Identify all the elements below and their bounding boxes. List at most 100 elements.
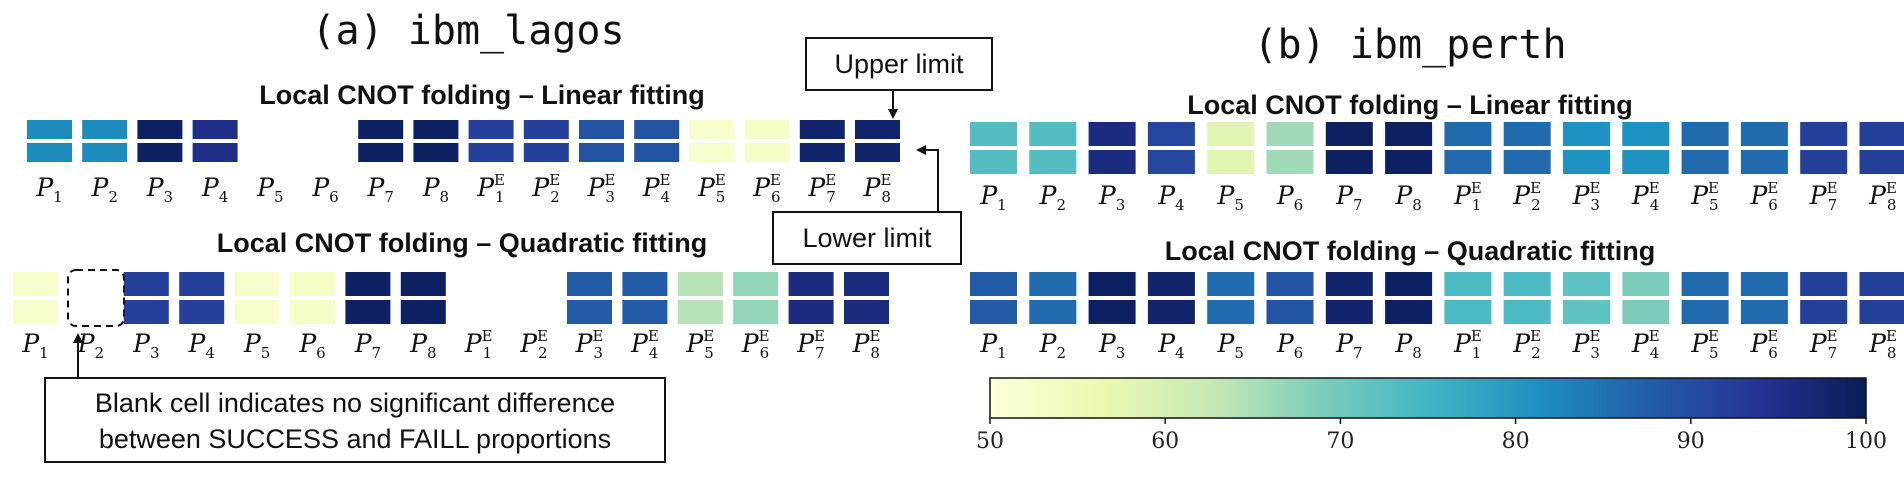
heatmap-cell-P2E-lower: [1503, 300, 1551, 324]
heatmap-cell-P7-upper: [345, 272, 391, 296]
heatmap-cell-P1-upper: [970, 122, 1017, 146]
heatmap-cell-P6-upper: [290, 272, 335, 296]
heatmap-cell-P4-lower: [1147, 300, 1195, 324]
heatmap-cell-P6E-upper: [1740, 272, 1788, 296]
heatmap-cell-P8E-lower: [855, 143, 900, 162]
heatmap-cell-P7E-lower: [1800, 150, 1848, 174]
heatmap-cell-P3-lower: [1088, 300, 1136, 324]
heatmap-cell-P5E-upper: [689, 120, 735, 139]
heatmap-cell-P7E-lower: [1800, 300, 1848, 324]
heatmap-cell-P8-lower: [400, 300, 446, 324]
heatmap-cell-P5E-upper: [677, 272, 723, 296]
heatmap-cell-P1E-lower: [1444, 300, 1492, 324]
blank-note-line2: between SUCCESS and FAILL proportions: [99, 424, 611, 454]
tick-label-P8: P8: [409, 329, 436, 362]
heatmap-cell-P8-upper: [400, 272, 446, 296]
heatmap-cell-P6E-lower: [733, 300, 779, 324]
panel-a-title: (a) ibm_lagos: [311, 8, 624, 54]
heatmap-cell-P5-lower: [1207, 300, 1255, 324]
tick-label-P3: P3: [146, 173, 173, 206]
heatmap-cell-P7E-upper: [1800, 122, 1848, 146]
heatmap-cell-P8E-lower: [844, 300, 889, 324]
heatmap-cell-P1-upper: [970, 272, 1017, 296]
tick-label-P8: P8: [1394, 329, 1421, 362]
colorbar-tick-label: 60: [1151, 429, 1179, 454]
heatmap-cell-P6E-upper: [744, 120, 790, 139]
heatmap-cell-P6E-lower: [1740, 300, 1788, 324]
lagos-quadratic-subtitle: Local CNOT folding – Quadratic fitting: [217, 228, 708, 258]
heatmap-cell-P5-lower: [234, 300, 280, 324]
heatmap-cell-P5-upper: [234, 272, 280, 296]
perth-linear-subtitle: Local CNOT folding – Linear fitting: [1187, 90, 1633, 120]
heatmap-cell-P2E-upper: [1503, 272, 1551, 296]
tick-label-P2: P2: [91, 173, 118, 206]
heatmap-cell-P3-lower: [137, 143, 183, 162]
heatmap-cell-P2-upper: [1029, 272, 1077, 296]
heatmap-cell-P7E-upper: [799, 120, 845, 139]
tick-label-P6: P6: [1276, 329, 1303, 362]
heatmap-cell-P1E-upper: [468, 120, 514, 139]
heatmap-cell-P6E-upper: [733, 272, 779, 296]
heatmap-cell-P2E-lower: [1503, 150, 1551, 174]
heatmap-cell-P3E-lower: [1563, 300, 1610, 324]
heatmap-cell-P4E-upper: [622, 272, 668, 296]
heatmap-cell-P4-lower: [179, 300, 225, 324]
tick-label-P3: P3: [1098, 329, 1125, 362]
heatmap-cell-P8E-upper: [844, 272, 889, 296]
heatmap-cell-P7-upper: [1325, 122, 1373, 146]
tick-label-P2: P2: [77, 329, 104, 362]
heatmap-cell-P4E-lower: [1622, 150, 1670, 174]
tick-label-P8: P8: [1394, 181, 1421, 214]
heatmap-cell-P3-upper: [123, 272, 169, 296]
heatmap-cell-P4-upper: [192, 120, 238, 139]
heatmap-cell-P7-lower: [1325, 300, 1373, 324]
heatmap-cell-P6E-lower: [1740, 150, 1788, 174]
heatmap-cell-P4E-upper: [634, 120, 680, 139]
heatmap-cell-P3E-upper: [567, 272, 612, 296]
heatmap-cell-P7-upper: [1325, 272, 1373, 296]
heatmap-cell-P8E-lower: [1859, 150, 1904, 174]
heatmap-cell-P7-lower: [345, 300, 391, 324]
heatmap-cell-P3E-upper: [1563, 122, 1610, 146]
heatmap-cell-P3-lower: [123, 300, 169, 324]
heatmap-cell-P1E-lower: [1444, 150, 1492, 174]
tick-label-P1: P1: [35, 173, 62, 206]
heatmap-cell-P3-upper: [1088, 272, 1136, 296]
heatmap-cell-P2-upper: [82, 120, 128, 139]
heatmap-cell-P2E-lower: [523, 143, 569, 162]
colorbar: [989, 377, 1867, 419]
colorbar-tick-label: 90: [1677, 429, 1705, 454]
tick-label-P6: P6: [311, 173, 338, 206]
tick-label-P2: P2: [1039, 329, 1066, 362]
tick-label-P3: P3: [1098, 181, 1125, 214]
heatmap-cell-P1E-upper: [1444, 272, 1492, 296]
heatmap-cell-P3-upper: [137, 120, 183, 139]
tick-label-P5: P5: [1217, 329, 1244, 362]
heatmap-cell-P1-lower: [27, 143, 72, 162]
heatmap-cell-P1E-upper: [1444, 122, 1492, 146]
heatmap-cell-P8-lower: [1385, 300, 1433, 324]
heatmap-cell-P3E-upper: [579, 120, 624, 139]
heatmap-cell-P4E-upper: [1622, 122, 1670, 146]
heatmap-cell-P8-lower: [1385, 150, 1433, 174]
tick-label-P1: P1: [979, 181, 1006, 214]
heatmap-cell-P7E-lower: [799, 143, 845, 162]
tick-label-P1: P1: [979, 329, 1006, 362]
